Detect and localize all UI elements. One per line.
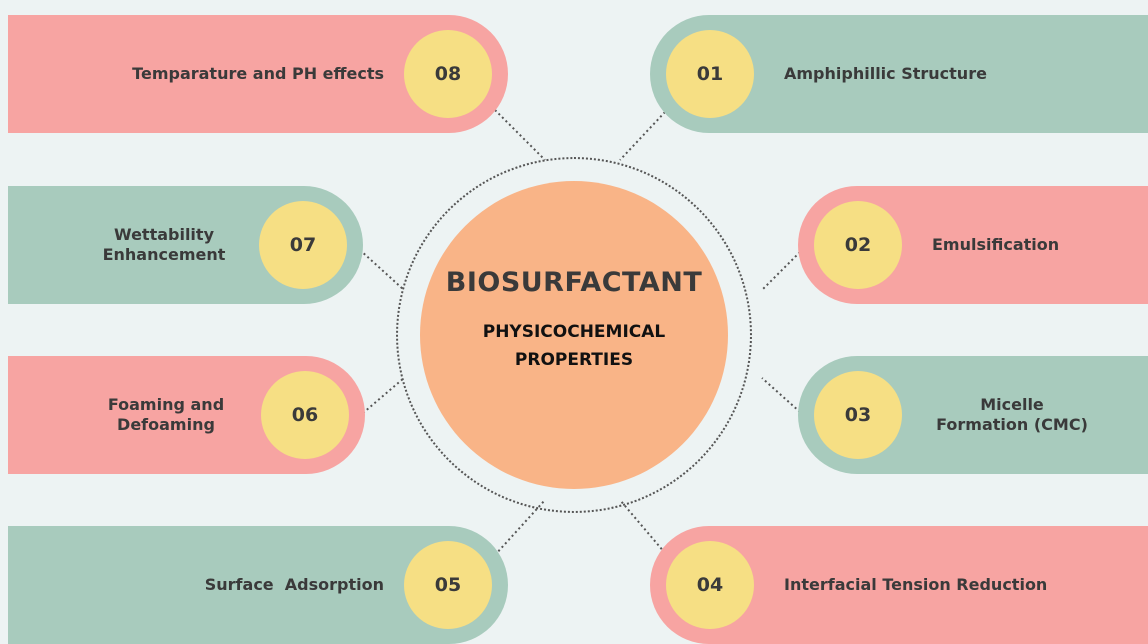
property-07-pill: Wettability Enhancement 07 [8,186,363,304]
connector-08 [494,109,546,161]
property-08-label: Temparature and PH effects [132,64,384,83]
property-07-number: 07 [259,201,347,289]
property-05-number: 05 [404,541,492,629]
property-04-number: 04 [666,541,754,629]
property-08-number: 08 [404,30,492,118]
property-02-number: 02 [814,201,902,289]
property-04-pill: 04 Interfacial Tension Reduction [650,526,1148,644]
property-01-label: Amphiphillic Structure [784,64,987,83]
connector-03 [761,377,801,413]
center-dotted-ring [396,157,752,513]
property-06-pill: Foaming and Defoaming 06 [8,356,365,474]
property-03-pill: 03 Micelle Formation (CMC) [798,356,1148,474]
connector-07 [359,249,405,291]
center-subtitle: PHYSICOCHEMICAL PROPERTIES [482,321,666,370]
property-02-label: Emulsification [932,235,1060,254]
property-03-number: 03 [814,371,902,459]
connector-02 [761,251,801,291]
property-06-label: Foaming and Defoaming [107,395,225,434]
property-05-pill: Surface Adsorption 05 [8,526,508,644]
connector-04 [619,499,666,554]
property-01-pill: 01 Amphiphillic Structure [650,15,1148,133]
property-04-label: Interfacial Tension Reduction [784,575,1048,594]
connector-06 [362,377,405,414]
property-03-label: Micelle Formation (CMC) [936,395,1088,434]
property-06-number: 06 [261,371,349,459]
property-08-pill: Temparature and PH effects 08 [8,15,508,133]
center-title: BIOSURFACTANT [445,266,703,298]
property-07-label: Wettability Enhancement [102,225,226,264]
property-05-label: Surface Adsorption [204,575,384,594]
property-01-number: 01 [666,30,754,118]
connector-01 [619,111,666,161]
center-circle: BIOSURFACTANT PHYSICOCHEMICAL PROPERTIES [420,181,728,489]
property-02-pill: 02 Emulsification [798,186,1148,304]
